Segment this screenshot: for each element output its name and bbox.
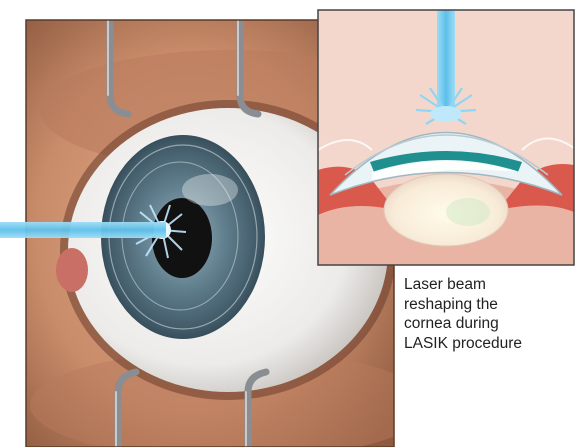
caption-line-1: Laser beam <box>404 275 574 295</box>
inset-laser-beam <box>437 10 455 110</box>
inset-lens-tint <box>446 198 490 226</box>
procedure-caption: Laser beam reshaping the cornea during L… <box>404 275 574 353</box>
corneal-highlight <box>182 174 238 206</box>
caption-line-4: LASIK procedure <box>404 334 574 354</box>
inset-laser-spot <box>430 106 462 122</box>
cornea-cross-section-icon <box>318 10 574 265</box>
caption-line-2: reshaping the <box>404 295 574 315</box>
laser-beam-icon <box>0 222 166 238</box>
tear-duct <box>56 248 88 292</box>
caption-line-3: cornea during <box>404 314 574 334</box>
